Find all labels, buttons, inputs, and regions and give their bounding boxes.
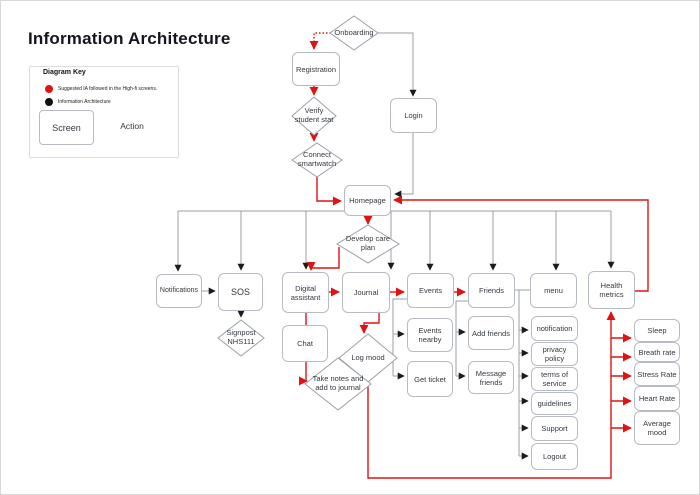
node-journal: Journal <box>342 272 390 313</box>
node-digital-assistant: Digital assistant <box>282 272 329 313</box>
node-privacy-policy: privacy policy <box>531 342 578 366</box>
edge-smartwatch-homepage <box>316 177 342 206</box>
red-dotted-connectors <box>309 32 331 142</box>
node-add-friends: Add friends <box>468 316 514 350</box>
node-guidelines: guidelines <box>531 392 578 415</box>
node-terms-of-service: terms of service <box>531 367 578 391</box>
node-logout: Logout <box>531 443 578 470</box>
edge-onboarding-login <box>378 32 417 97</box>
key-legend-row-suggested: Suggested IA followed in the High-fi scr… <box>45 85 157 93</box>
node-health-metrics: Health metrics <box>588 271 635 309</box>
node-breath-rate: Breath rate <box>634 342 680 362</box>
black-dot-icon <box>45 98 53 106</box>
node-sos: SOS <box>218 273 263 311</box>
edge-care-plan-digital-assistant <box>306 247 340 271</box>
node-homepage: Homepage <box>344 185 391 216</box>
edge-friends-sub-trunk <box>455 300 468 376</box>
node-sleep: Sleep <box>634 319 680 342</box>
develop-care-plan-diamond-shape <box>336 224 400 264</box>
node-events: Events <box>407 273 454 308</box>
node-average-mood: Average mood <box>634 411 680 445</box>
action-diamonds <box>107 15 400 411</box>
page-title: Information Architecture <box>28 29 231 48</box>
node-support: Support <box>531 416 578 441</box>
node-stress-rate: Stress Rate <box>634 362 680 386</box>
node-registration: Registration <box>292 52 340 86</box>
diagram-key-title: Diagram Key <box>43 69 86 76</box>
edge-login-homepage <box>394 133 414 198</box>
node-friends: Friends <box>468 273 515 308</box>
key-screen-sample: Screen <box>39 110 94 145</box>
node-get-ticket: Get ticket <box>407 361 453 397</box>
edge-onboarding-registration <box>309 32 331 50</box>
edge-health-metrics-homepage <box>393 195 649 292</box>
key-legend-label: Suggested IA followed in the High-fi scr… <box>58 86 158 92</box>
node-notifications: Notifications <box>156 274 202 308</box>
onboarding-diamond-shape <box>329 15 379 51</box>
red-connectors <box>298 177 649 479</box>
take-notes-diamond-shape <box>304 357 372 411</box>
edge-events-sub-trunk <box>392 298 407 376</box>
node-login: Login <box>390 98 437 133</box>
connect-smartwatch-diamond-shape <box>291 142 343 178</box>
node-events-nearby: Events nearby <box>407 318 453 352</box>
verify-diamond-shape <box>291 96 337 136</box>
edge-log-mood-health-metrics <box>367 311 616 479</box>
node-message-friends: Message friends <box>468 361 514 394</box>
gray-connectors <box>174 32 615 460</box>
node-heart-rate: Heart Rate <box>634 386 680 411</box>
node-chat: Chat <box>282 325 328 362</box>
signpost-diamond-shape <box>217 319 265 357</box>
red-dot-icon <box>45 85 53 93</box>
node-notification: notification <box>531 316 578 341</box>
key-legend-row-ia: Information Architecture <box>45 98 111 106</box>
edge-journal-log-mood <box>359 313 380 334</box>
node-menu: menu <box>530 273 577 308</box>
key-legend-label: Information Architecture <box>58 99 111 105</box>
